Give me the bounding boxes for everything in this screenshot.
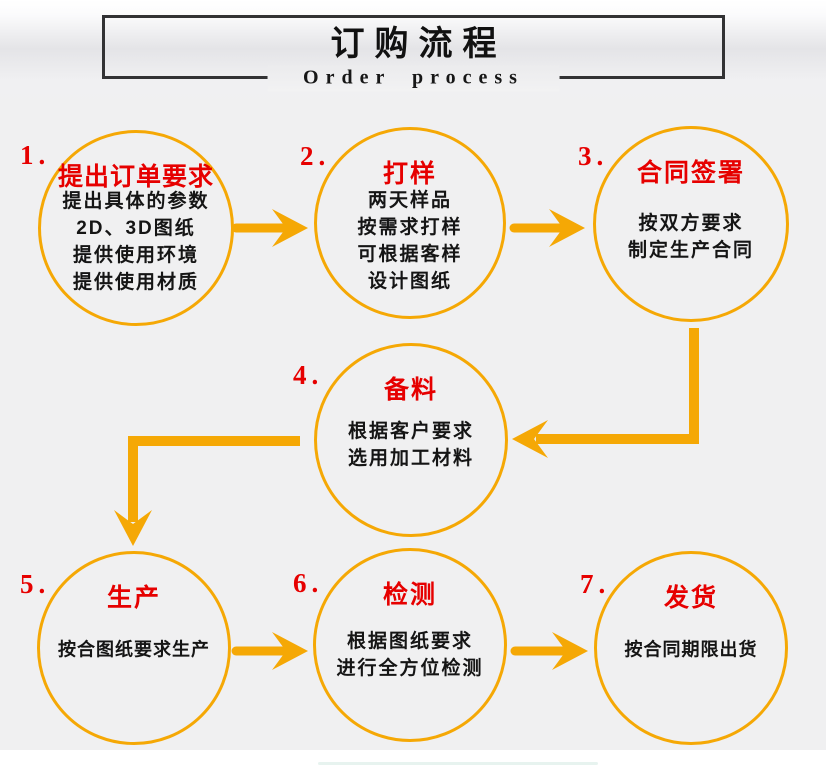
- step-circle-4: 备料 根据客户要求 选用加工材料: [314, 343, 508, 537]
- step-1-detail-line: 提供使用材质: [72, 272, 199, 293]
- step-6-details: 根据图纸要求 进行全方位检测: [316, 628, 504, 682]
- step-1-details: 提出具体的参数 2D、3D图纸 提供使用环境 提供使用材质: [41, 188, 231, 296]
- arrow-step2-to-step3-icon: [509, 209, 585, 247]
- step-4-detail-line: 选用加工材料: [347, 448, 474, 469]
- step-number-2: 2.: [300, 141, 331, 171]
- step-number-6: 6.: [293, 568, 324, 598]
- step-circle-1: 提出订单要求 提出具体的参数 2D、3D图纸 提供使用环境 提供使用材质: [38, 130, 234, 326]
- arrow-step6-to-step7-icon: [510, 632, 588, 670]
- step-1-detail-line: 提出具体的参数: [62, 191, 210, 212]
- step-number-4: 4.: [293, 360, 324, 390]
- step-number-3: 3.: [578, 141, 609, 171]
- arrow-step5-to-step6-icon: [231, 632, 308, 670]
- step-4-title: 备料: [383, 376, 438, 404]
- page-title: 订购流程: [330, 26, 507, 63]
- step-2-detail-line: 两天样品: [367, 190, 452, 211]
- step-circle-2: 打样 两天样品 按需求打样 可根据客样 设计图纸: [314, 127, 506, 319]
- step-circle-3: 合同签署 按双方要求 制定生产合同: [593, 126, 789, 322]
- step-1-detail-line: 提供使用环境: [72, 245, 199, 266]
- step-6-title: 检测: [382, 581, 437, 609]
- step-7-details: 按合同期限出货: [597, 637, 785, 664]
- step-circle-6: 检测 根据图纸要求 进行全方位检测: [313, 548, 507, 742]
- step-2-detail-line: 按需求打样: [357, 217, 463, 238]
- page-subtitle: Order process: [267, 64, 560, 92]
- step-6-detail-line: 进行全方位检测: [336, 658, 484, 679]
- header-box: 订购流程 Order process: [102, 15, 725, 92]
- step-7-detail-line: 按合同期限出货: [624, 639, 758, 660]
- step-2-detail-line: 可根据客样: [357, 244, 463, 265]
- footer-strip: [0, 750, 826, 767]
- step-1-detail-line: 2D、3D图纸: [76, 218, 196, 239]
- step-1-title: 提出订单要求: [57, 163, 214, 191]
- step-4-detail-line: 根据客户要求: [347, 421, 474, 442]
- step-3-detail-line: 制定生产合同: [627, 240, 754, 261]
- step-7-title: 发货: [663, 584, 718, 612]
- step-5-title: 生产: [106, 584, 161, 612]
- step-4-details: 根据客户要求 选用加工材料: [317, 418, 505, 472]
- arrow-step1-to-step2-icon: [231, 209, 308, 247]
- step-3-detail-line: 按双方要求: [638, 213, 744, 234]
- step-2-title: 打样: [382, 160, 437, 188]
- step-circle-5: 生产 按合图纸要求生产: [37, 551, 231, 745]
- step-number-5: 5.: [20, 569, 51, 599]
- arrow-step4-to-step5-icon: [114, 436, 300, 546]
- step-number-7: 7.: [580, 569, 611, 599]
- step-number-1: 1.: [20, 140, 51, 170]
- step-circle-7: 发货 按合同期限出货: [594, 551, 788, 745]
- step-2-details: 两天样品 按需求打样 可根据客样 设计图纸: [317, 187, 503, 295]
- step-3-details: 按双方要求 制定生产合同: [596, 210, 786, 264]
- step-3-title: 合同签署: [636, 159, 745, 187]
- arrow-step3-to-step4-icon: [512, 328, 699, 458]
- footer-accent-line: [318, 762, 598, 765]
- step-2-detail-line: 设计图纸: [367, 271, 452, 292]
- step-5-detail-line: 按合图纸要求生产: [58, 639, 210, 660]
- step-5-details: 按合图纸要求生产: [40, 637, 228, 664]
- step-6-detail-line: 根据图纸要求: [346, 631, 473, 652]
